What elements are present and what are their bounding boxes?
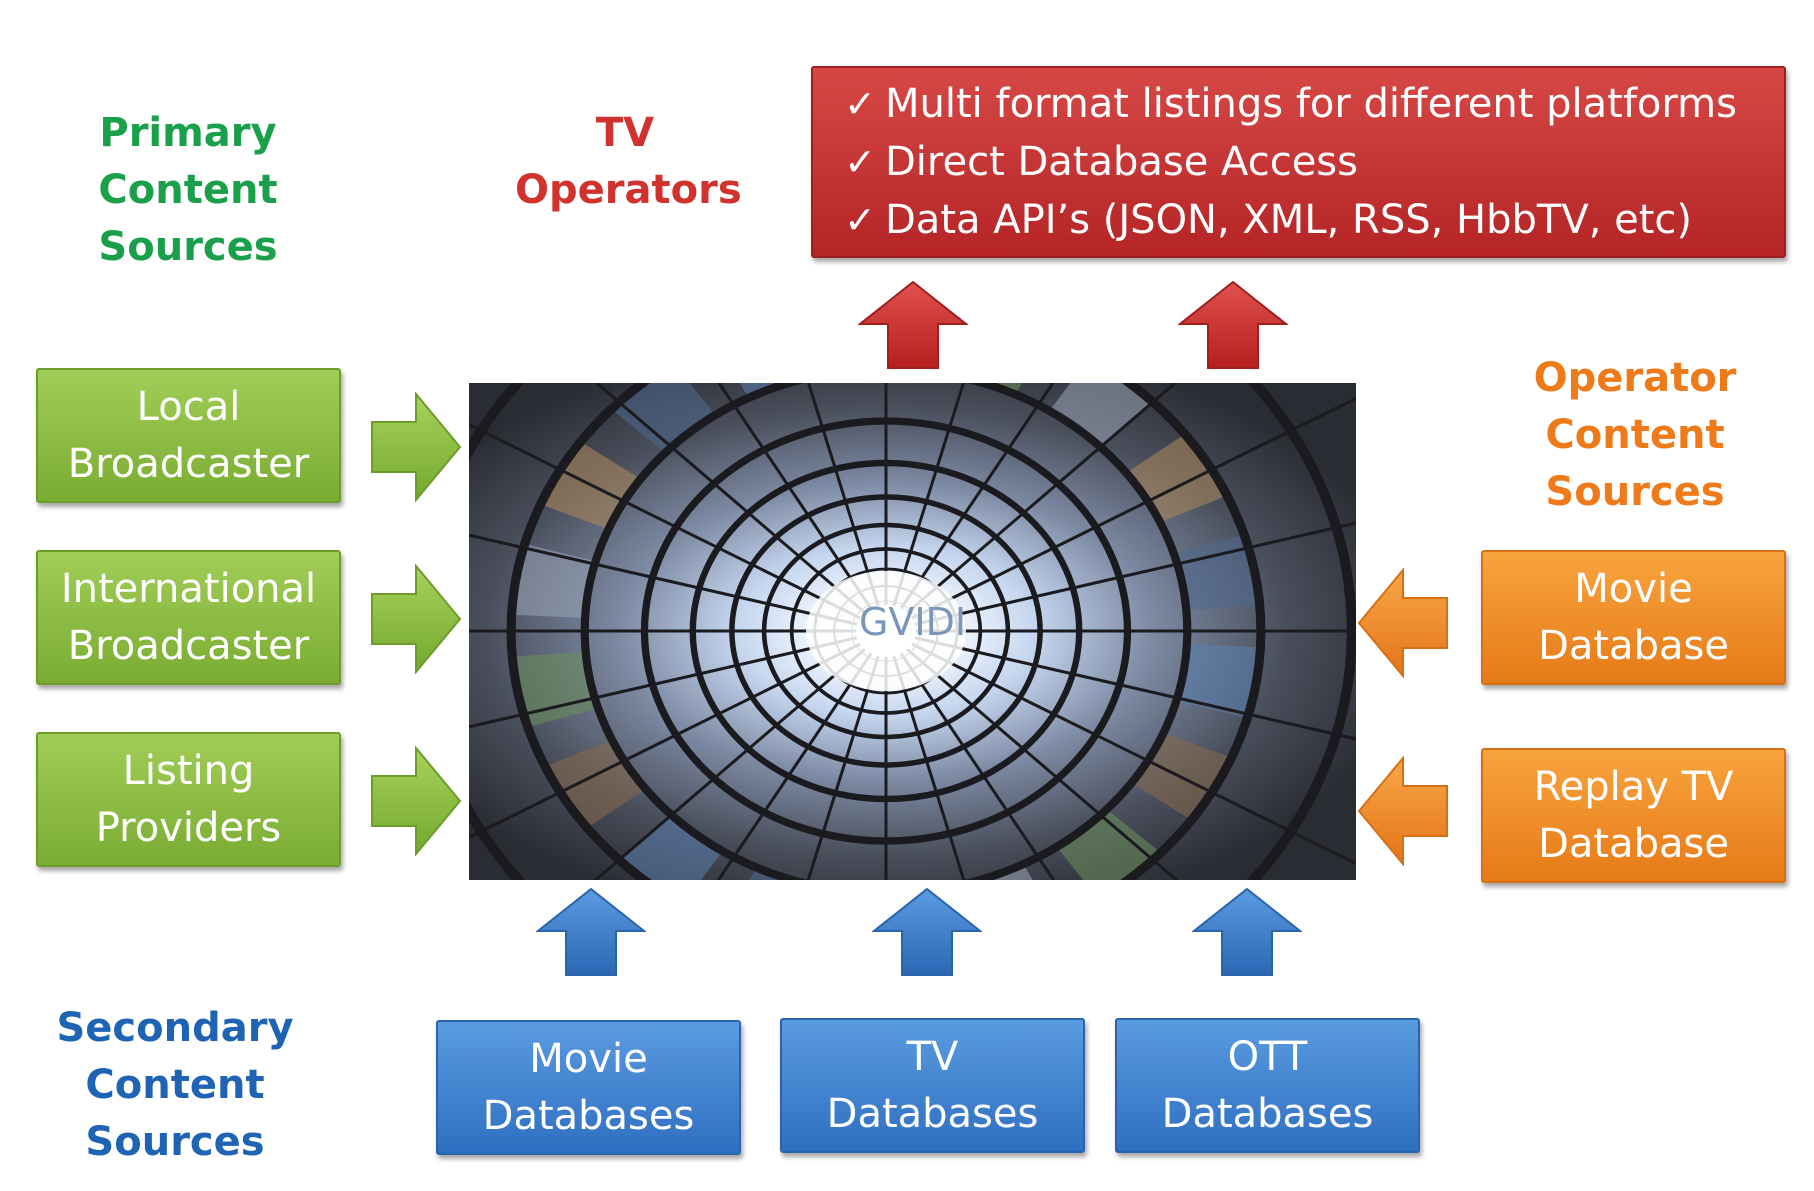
checkmark-icon: ✓ — [844, 140, 876, 184]
box-line: Replay TV — [1533, 763, 1734, 810]
blue-up-arrow-icon — [872, 887, 982, 976]
heading-line: Primary — [99, 110, 277, 156]
tunnel-spoke — [806, 383, 880, 607]
feature-text: Direct Database Access — [885, 139, 1358, 185]
output-features-box: ✓ Multi format listings for different pl… — [811, 66, 1786, 258]
heading-line: Content — [85, 1062, 265, 1108]
box-line: Databases — [1161, 1090, 1374, 1137]
tunnel-spoke — [469, 533, 858, 626]
feature-text: Multi format listings for different plat… — [885, 81, 1737, 127]
blue-up-arrow-icon — [536, 887, 646, 976]
tunnel-spoke — [469, 636, 858, 729]
tunnel-screen-panel — [618, 814, 723, 880]
operator-content-sources-heading: Operator Content Sources — [1520, 350, 1750, 521]
heading-line: Sources — [1545, 469, 1725, 515]
tunnel-spoke — [899, 652, 1056, 880]
heading-line: TV — [595, 110, 655, 156]
checkmark-icon: ✓ — [844, 198, 876, 242]
orange-left-arrow-icon — [1357, 756, 1448, 866]
tunnel-screen-panel — [512, 651, 599, 728]
heading-line: Content — [98, 167, 278, 213]
checkmark-icon: ✓ — [844, 82, 876, 126]
box-line: Databases — [826, 1090, 1039, 1137]
heading-line: Operators — [515, 167, 742, 213]
orange-left-arrow-icon — [1357, 568, 1448, 678]
tunnel-spoke — [914, 636, 1356, 741]
red-up-arrow-icon — [1178, 280, 1288, 369]
tunnel-screen-panel — [1049, 383, 1154, 448]
tunnel-screen-panel — [511, 544, 596, 618]
blue-up-arrow-icon — [1192, 887, 1302, 976]
heading-line: Content — [1545, 412, 1725, 458]
secondary-content-sources-heading: Secondary Content Sources — [50, 1000, 300, 1171]
tunnel-spoke — [717, 383, 873, 610]
box-line: Database — [1538, 622, 1729, 669]
box-line: Listing — [122, 747, 255, 794]
box-line: OTT — [1227, 1033, 1308, 1080]
tunnel-screen-panel — [1056, 809, 1161, 880]
tunnel-screen-panel — [611, 383, 716, 453]
tv-databases-box: TV Databases — [780, 1018, 1085, 1153]
heading-line: Sources — [98, 224, 278, 270]
tunnel-spoke — [892, 383, 966, 607]
tunnel-spoke — [594, 383, 866, 614]
tunnel-screen-panel — [1176, 644, 1261, 718]
box-line: Database — [1538, 820, 1729, 867]
video-tunnel-image — [469, 383, 1356, 880]
feature-item: ✓ Multi format listings for different pl… — [835, 75, 1737, 133]
box-line: Broadcaster — [67, 622, 310, 669]
tunnel-spoke — [906, 648, 1179, 880]
red-up-arrow-icon — [858, 280, 968, 369]
tunnel-screen-panel — [1173, 534, 1260, 611]
tunnel-spoke — [892, 655, 966, 880]
ott-databases-box: OTT Databases — [1115, 1018, 1420, 1153]
tunnel-spoke — [899, 383, 1055, 610]
tunnel-spoke — [469, 422, 861, 620]
heading-line: Secondary — [56, 1005, 294, 1051]
heading-line: Operator — [1533, 355, 1737, 401]
movie-databases-box: Movie Databases — [436, 1020, 741, 1155]
green-right-arrow-icon — [371, 564, 462, 674]
tunnel-spoke — [469, 642, 861, 840]
green-right-arrow-icon — [371, 392, 462, 502]
tunnel-spoke — [716, 652, 873, 880]
local-broadcaster-box: Local Broadcaster — [36, 368, 341, 503]
heading-line: Sources — [85, 1119, 265, 1165]
tunnel-spoke — [911, 396, 1356, 620]
tunnel-spoke — [593, 648, 866, 880]
box-line: Databases — [482, 1092, 695, 1139]
movie-database-box: Movie Database — [1481, 550, 1786, 685]
box-line: Local — [136, 383, 241, 430]
feature-item: ✓ Data API’s (JSON, XML, RSS, HbbTV, etc… — [835, 191, 1692, 249]
box-line: Providers — [95, 804, 282, 851]
box-line: Movie — [1574, 565, 1693, 612]
feature-item: ✓ Direct Database Access — [835, 133, 1358, 191]
box-line: Broadcaster — [67, 440, 310, 487]
box-line: TV — [906, 1033, 959, 1080]
listing-providers-box: Listing Providers — [36, 732, 341, 867]
tunnel-spoke — [906, 383, 1178, 614]
tunnel-spoke — [911, 642, 1356, 866]
tv-operators-heading: TV Operators — [515, 105, 742, 219]
primary-content-sources-heading: Primary Content Sources — [88, 105, 288, 276]
tunnel-spoke — [806, 655, 880, 880]
international-broadcaster-box: International Broadcaster — [36, 550, 341, 685]
feature-text: Data API’s (JSON, XML, RSS, HbbTV, etc) — [885, 197, 1693, 243]
replay-tv-database-box: Replay TV Database — [1481, 748, 1786, 883]
green-right-arrow-icon — [371, 746, 462, 856]
box-line: Movie — [529, 1035, 648, 1082]
box-line: International — [60, 565, 317, 612]
tunnel-spoke — [914, 521, 1356, 626]
gvidi-label: GVIDI — [858, 600, 967, 644]
